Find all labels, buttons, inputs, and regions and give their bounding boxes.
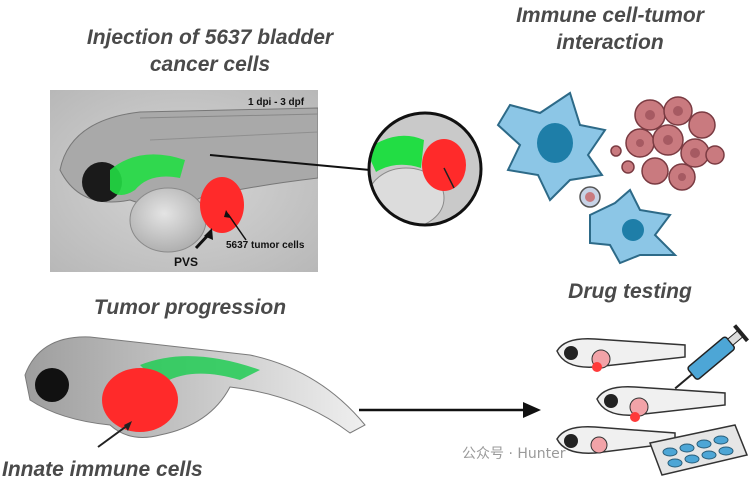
heading-immune-line2: interaction [556, 31, 664, 54]
syringe-icon [674, 324, 750, 390]
larva-vessels [140, 356, 260, 385]
tumor-mass [200, 177, 244, 233]
larva-eye [35, 368, 69, 402]
heading-injection: Injection of 5637 bladder cancer cells [60, 24, 360, 78]
heading-injection-line1: Injection of 5637 bladder [86, 26, 334, 49]
tumor-cells-label: 5637 tumor cells [226, 240, 305, 251]
yolk-sac [129, 187, 207, 253]
heading-injection-line2: cancer cells [149, 53, 271, 76]
pvs-label: PVS [174, 255, 198, 269]
treated-larva-2 [596, 386, 726, 422]
zebrafish-micrograph: 1 dpi - 3 dpf 5637 tumor cells PVS [50, 90, 318, 272]
tumor-progression-larva [24, 336, 366, 448]
watermark-text: 公众号 · Hunter [462, 446, 566, 462]
progression-arrow [359, 402, 541, 418]
heading-progression: Tumor progression [93, 296, 287, 319]
heading-immune-line1: Immune cell-tumor [516, 4, 704, 27]
treated-larva-1 [556, 338, 686, 372]
heading-drug: Drug testing [568, 280, 692, 303]
heading-immune: Immune cell-tumor interaction [490, 2, 730, 56]
drug-testing-illustration [556, 324, 750, 476]
well-plate-icon [648, 424, 749, 476]
green-vasculature [110, 154, 185, 195]
zoom-inset [367, 111, 483, 227]
immune-tumor-illustration [496, 91, 725, 265]
timepoint-label: 1 dpi - 3 dpf [248, 97, 305, 108]
treated-larva-3 [556, 426, 676, 454]
zoom-connector [209, 154, 371, 171]
larva-tumor [102, 368, 178, 432]
heading-innate: Innate immune cells [2, 458, 203, 481]
